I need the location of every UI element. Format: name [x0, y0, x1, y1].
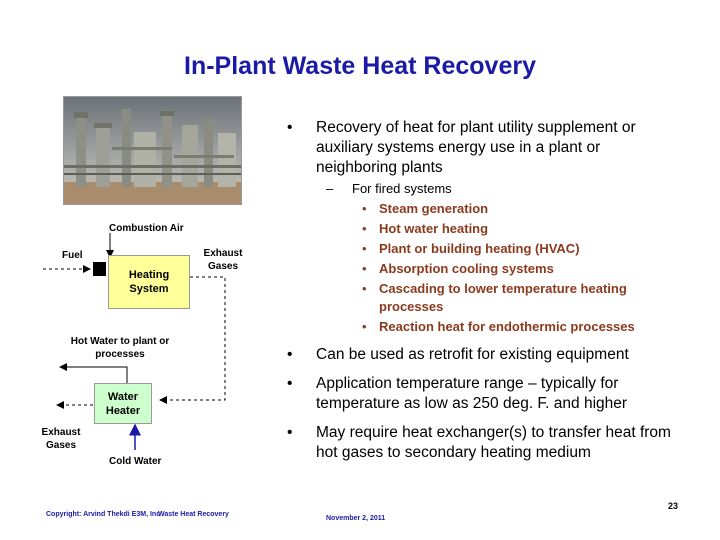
bullet-dot-icon: •: [362, 201, 367, 216]
bullet-recovery: • Recovery of heat for plant utility sup…: [285, 118, 685, 178]
list-item: • Absorption cooling systems: [285, 260, 685, 278]
bullet-retrofit-text: Can be used as retrofit for existing equ…: [316, 346, 629, 363]
bullet-recovery-text: Recovery of heat for plant utility suppl…: [316, 119, 636, 176]
water-heater-box: Water Heater: [94, 383, 152, 424]
footer-date: November 2, 2011: [326, 515, 386, 522]
bullet-dot-icon: •: [362, 221, 367, 236]
dash-icon: –: [326, 181, 334, 196]
footer-topic: Waste Heat Recovery: [158, 511, 229, 518]
bullet-retrofit: • Can be used as retrofit for existing e…: [285, 345, 685, 365]
burner-block: [93, 262, 106, 276]
list-item-text: Cascading to lower temperature heating p…: [379, 281, 627, 314]
bullet-dot-icon: •: [287, 424, 293, 441]
bullet-list: • Recovery of heat for plant utility sup…: [285, 118, 685, 472]
exhaust-gases-top-label: Exhaust Gases: [203, 248, 243, 272]
water-heater-label: Water Heater: [105, 390, 141, 417]
plant-photo: [63, 96, 242, 205]
list-item-text: Reaction heat for endothermic processes: [379, 319, 635, 334]
heating-system-label: Heating System: [128, 269, 170, 295]
bullet-heat-exchanger-text: May require heat exchanger(s) to transfe…: [316, 424, 671, 461]
process-diagram: Combustion Air Fuel Exhaust Gases Heatin…: [35, 215, 275, 475]
list-item: • Cascading to lower temperature heating …: [285, 280, 685, 316]
list-item: • Hot water heating: [285, 220, 685, 238]
list-item: • Reaction heat for endothermic processes: [285, 318, 685, 336]
cold-water-label: Cold Water: [109, 456, 162, 467]
page-number: 23: [667, 501, 678, 511]
bullet-dot-icon: •: [287, 119, 293, 136]
hot-water-label: Hot Water to plant or processes: [70, 336, 170, 360]
slide-title: In-Plant Waste Heat Recovery: [184, 52, 536, 80]
bullet-heat-exchanger: • May require heat exchanger(s) to trans…: [285, 423, 685, 463]
bullet-dot-icon: •: [287, 375, 293, 392]
fuel-label: Fuel: [62, 250, 83, 261]
list-item-text: Steam generation: [379, 201, 489, 216]
list-item-text: Absorption cooling systems: [379, 261, 554, 276]
list-item-text: Hot water heating: [379, 221, 489, 236]
sub-bullet-fired: – For fired systems: [285, 180, 685, 198]
list-item: • Steam generation: [285, 200, 685, 218]
bullet-dot-icon: •: [362, 319, 367, 334]
bullet-temperature: • Application temperature range – typica…: [285, 374, 685, 414]
exhaust-gases-bottom-label: Exhaust Gases: [41, 427, 81, 451]
heating-system-box: Heating System: [108, 255, 190, 309]
combustion-air-label: Combustion Air: [109, 223, 184, 234]
bullet-dot-icon: •: [362, 241, 367, 256]
list-item: • Plant or building heating (HVAC): [285, 240, 685, 258]
bullet-dot-icon: •: [362, 261, 367, 276]
bullet-dot-icon: •: [287, 346, 293, 363]
footer-copyright: Copyright: Arvind Thekdi E3M, Inc: [46, 511, 161, 518]
bullet-temperature-text: Application temperature range – typicall…: [316, 375, 628, 412]
sub-bullet-fired-text: For fired systems: [352, 181, 452, 196]
list-item-text: Plant or building heating (HVAC): [379, 241, 580, 256]
bullet-dot-icon: •: [362, 281, 367, 296]
